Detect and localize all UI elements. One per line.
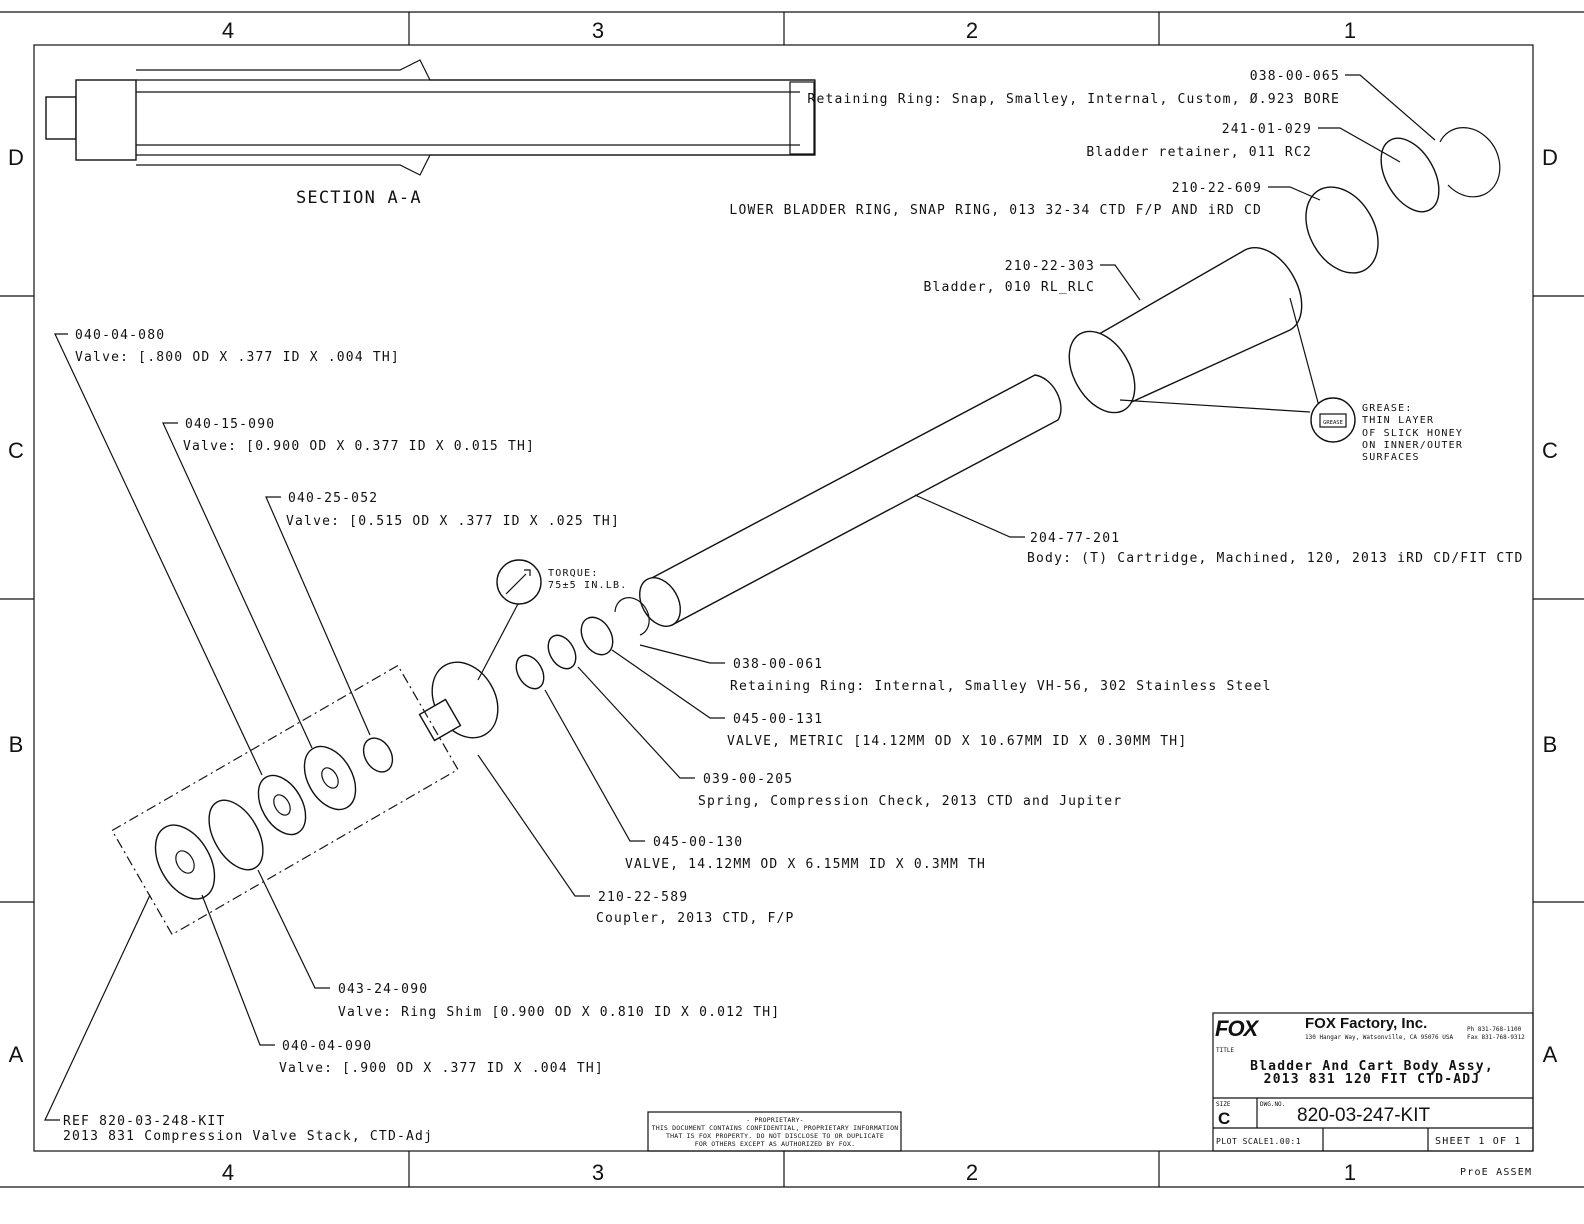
callout-description: Bladder retainer, 011 RC2	[1086, 145, 1312, 160]
cartridge-body	[647, 374, 1062, 626]
callout-description: Spring, Compression Check, 2013 CTD and …	[698, 794, 1122, 809]
callout-description: LOWER BLADDER RING, SNAP RING, 013 32-34…	[729, 203, 1262, 218]
svg-text:GREASE: GREASE	[1323, 420, 1343, 426]
svg-text:THIN LAYER: THIN LAYER	[1362, 415, 1434, 426]
callout-description: 2013 831 Compression Valve Stack, CTD-Ad…	[63, 1129, 433, 1144]
svg-text:Ph 831-768-1100: Ph 831-768-1100	[1467, 1026, 1522, 1033]
leader-lines	[44, 74, 1436, 1121]
callout-part-number: 040-25-052	[288, 491, 378, 506]
svg-text:THIS DOCUMENT CONTAINS CONFIDE: THIS DOCUMENT CONTAINS CONFIDENTIAL, PRO…	[652, 1124, 899, 1132]
callout-part-number: 210-22-609	[1172, 181, 1262, 196]
svg-text:THAT IS FOX PROPERTY. DO NOT: THAT IS FOX PROPERTY. DO NOT DISCLOSE TO…	[666, 1132, 884, 1140]
callout-part-number: 045-00-131	[733, 712, 823, 727]
zone-col-4-bottom: 4	[222, 1160, 234, 1185]
torque-note: TORQUE: 75±5 IN.LB.	[496, 559, 627, 605]
callout-description: Valve: [0.900 OD X 0.377 ID X 0.015 TH]	[183, 439, 535, 454]
callout-description: Valve: [0.515 OD X .377 ID X .025 TH]	[286, 514, 620, 529]
callout-description: Bladder, 010 RL_RLC	[923, 280, 1095, 295]
callout-description: Retaining Ring: Snap, Smalley, Internal,…	[807, 92, 1340, 107]
svg-text:TORQUE:: TORQUE:	[548, 568, 599, 579]
callout-description: Coupler, 2013 CTD, F/P	[596, 911, 795, 926]
zone-col-1: 1	[1344, 18, 1356, 43]
plot-scale: PLOT SCALE1.00:1	[1216, 1137, 1301, 1146]
software-label: ProE ASSEM	[1460, 1167, 1532, 1178]
callout-description: VALVE, 14.12MM OD X 6.15MM ID X 0.3MM TH	[625, 857, 986, 872]
svg-text:Fax 831-768-9312: Fax 831-768-9312	[1467, 1034, 1525, 1041]
svg-text:OF SLICK HONEY: OF SLICK HONEY	[1362, 428, 1463, 439]
zone-row-d: D	[8, 145, 24, 170]
callout-part-number: REF 820-03-248-KIT	[63, 1114, 225, 1129]
exploded-parts	[111, 127, 1501, 936]
sheet-size: C	[1218, 1109, 1230, 1128]
callout-part-number: 210-22-303	[1005, 259, 1095, 274]
callout-part-number: 204-77-201	[1030, 531, 1120, 546]
drawing-subtitle: 2013 831 120 FIT CTD-ADJ	[1264, 1072, 1481, 1087]
drawing-number: 820-03-247-KIT	[1297, 1105, 1430, 1126]
callout-description: Body: (T) Cartridge, Machined, 120, 2013…	[1027, 551, 1523, 566]
svg-text:GREASE:: GREASE:	[1362, 403, 1413, 414]
zone-row-a: A	[9, 1042, 24, 1067]
callout-description: Valve: Ring Shim [0.900 OD X 0.810 ID X …	[338, 1005, 780, 1020]
callout-part-number: 038-00-065	[1250, 69, 1340, 84]
callout-part-number: 043-24-090	[338, 982, 428, 997]
retaining-ring-038-00-061	[614, 597, 650, 636]
svg-text:ON INNER/OUTER: ON INNER/OUTER	[1362, 440, 1463, 451]
callout-part-number: 039-00-205	[703, 772, 793, 787]
zone-labels: 4 3 2 1 4 3 2 1 D C B A D C B A	[8, 18, 1558, 1185]
grease-note: GREASE GREASE: THIN LAYER OF SLICK HONEY…	[1310, 397, 1463, 463]
grease-icon	[1319, 413, 1347, 428]
callout-part-number: 210-22-589	[598, 890, 688, 905]
drawing-border	[0, 11, 1584, 1188]
company-name: FOX Factory, Inc.	[1305, 1015, 1427, 1032]
zone-col-3: 3	[592, 18, 604, 43]
callout-description: VALVE, METRIC [14.12MM OD X 10.67MM ID X…	[727, 734, 1187, 749]
zone-row-c-right: C	[1542, 438, 1558, 463]
valve-stack-ref-box	[111, 664, 459, 936]
drawing-title: Bladder And Cart Body Assy,	[1250, 1059, 1494, 1074]
callout-description: Valve: [.800 OD X .377 ID X .004 TH]	[75, 350, 400, 365]
callout-part-number: 040-15-090	[185, 417, 275, 432]
proprietary-notice: - PROPRIETARY- THIS DOCUMENT CONTAINS CO…	[647, 1111, 902, 1152]
callout-part-number: 040-04-080	[75, 328, 165, 343]
svg-text:SURFACES: SURFACES	[1362, 452, 1420, 463]
zone-col-3-bottom: 3	[592, 1160, 604, 1185]
svg-text:TITLE: TITLE	[1216, 1047, 1234, 1054]
callouts: 038-00-065 Retaining Ring: Snap, Smalley…	[63, 69, 1523, 1144]
wrench-icon	[505, 569, 531, 595]
zone-col-2: 2	[966, 18, 978, 43]
section-label: SECTION A-A	[296, 188, 422, 208]
svg-text:FOR OTHERS EXCEPT AS AUTHORIZE: FOR OTHERS EXCEPT AS AUTHORIZED BY FOX.	[695, 1140, 855, 1148]
callout-part-number: 241-01-029	[1222, 122, 1312, 137]
zone-row-b: B	[9, 732, 24, 757]
callout-part-number: 045-00-130	[653, 835, 743, 850]
title-block: FOX FOX Factory, Inc. 130 Hangar Way, Wa…	[1212, 1012, 1534, 1178]
company-address: 130 Hangar Way, Watsonville, CA 95076 US…	[1305, 1034, 1453, 1041]
zone-row-c: C	[8, 438, 24, 463]
retaining-ring-038-00-065	[1439, 127, 1501, 198]
svg-text:75±5 IN.LB.: 75±5 IN.LB.	[548, 580, 627, 591]
zone-row-d-right: D	[1542, 145, 1558, 170]
svg-text:- PROPRIETARY-: - PROPRIETARY-	[746, 1116, 804, 1124]
zone-row-a-right: A	[1543, 1042, 1558, 1067]
sheet-number: SHEET 1 OF 1	[1435, 1136, 1522, 1147]
bladder	[1078, 246, 1303, 406]
fox-logo: FOX	[1215, 1016, 1260, 1041]
zone-col-4: 4	[222, 18, 234, 43]
bladder-retainer	[1380, 137, 1440, 213]
zone-row-b-right: B	[1543, 732, 1558, 757]
callout-description: Valve: [.900 OD X .377 ID X .004 TH]	[279, 1061, 604, 1076]
callout-description: Retaining Ring: Internal, Smalley VH-56,…	[730, 679, 1272, 694]
zone-col-2-bottom: 2	[966, 1160, 978, 1185]
svg-text:SIZE: SIZE	[1216, 1101, 1231, 1108]
lower-bladder-ring	[1305, 186, 1379, 274]
svg-text:DWG.NO.: DWG.NO.	[1260, 1101, 1285, 1108]
zone-col-1-bottom: 1	[1344, 1160, 1356, 1185]
callout-part-number: 040-04-090	[282, 1039, 372, 1054]
callout-part-number: 038-00-061	[733, 657, 823, 672]
section-a-a-view: SECTION A-A	[45, 59, 816, 208]
